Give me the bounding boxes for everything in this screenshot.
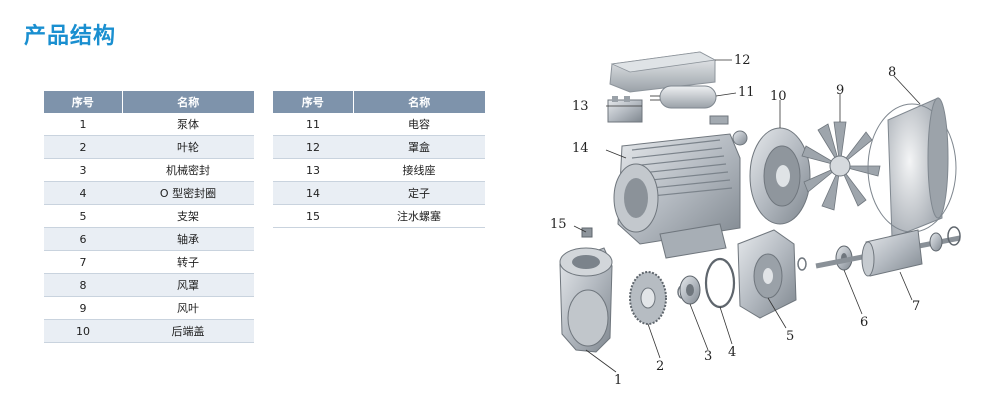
part-name: 电容	[353, 113, 485, 136]
pump-body-part	[559, 247, 613, 353]
table-header-row: 序号 名称	[44, 91, 254, 113]
part-number: 13	[273, 158, 353, 182]
leader-lines	[573, 59, 921, 373]
rear-end-cover-part	[749, 127, 811, 225]
callout-label-2: 2	[656, 359, 664, 374]
part-name: 注水螺塞	[353, 204, 485, 228]
cover-box-part	[609, 51, 717, 93]
callout-label-3: 3	[704, 349, 712, 364]
part-name: 轴承	[122, 227, 254, 251]
clip-part	[709, 115, 729, 125]
part-number: 14	[273, 181, 353, 205]
callout-label-1: 1	[614, 373, 622, 388]
exploded-pump-diagram: 1 2 3 4 5 6 7 8 9 10 11 12 13 14 15	[550, 51, 961, 388]
stator-part	[613, 133, 741, 259]
part-number: 8	[44, 273, 122, 297]
column-header-name: 名称	[353, 91, 485, 113]
part-number: 10	[44, 319, 122, 343]
part-number: 9	[44, 296, 122, 320]
impeller-part	[629, 271, 667, 325]
part-name: 罩盒	[353, 135, 485, 159]
callout-label-8: 8	[888, 65, 896, 80]
part-number: 3	[44, 158, 122, 182]
part-name: 风罩	[122, 273, 254, 297]
part-number: 2	[44, 135, 122, 159]
part-number: 5	[44, 204, 122, 228]
priming-plug-part	[581, 227, 593, 238]
part-number: 11	[273, 113, 353, 136]
mechanical-seal-part	[679, 275, 701, 305]
callout-label-10: 10	[770, 89, 787, 104]
terminal-block-part	[607, 96, 643, 123]
part-name: 风叶	[122, 296, 254, 320]
bracket-part	[737, 229, 797, 319]
column-header-name: 名称	[122, 91, 254, 113]
part-name: 后端盖	[122, 319, 254, 343]
part-name: 定子	[353, 181, 485, 205]
washer-part	[797, 257, 807, 271]
capacitor-part	[650, 85, 717, 109]
part-name: 机械密封	[122, 158, 254, 182]
callout-label-14: 14	[572, 141, 589, 156]
callout-label-4: 4	[728, 345, 736, 360]
column-header-number: 序号	[273, 91, 354, 113]
callout-label-9: 9	[836, 83, 844, 98]
page-title: 产品结构	[24, 24, 117, 49]
callout-label-15: 15	[550, 217, 567, 232]
part-name: O 型密封圈	[122, 181, 254, 205]
part-number: 1	[44, 113, 122, 136]
table-header-row: 序号 名称	[273, 91, 485, 113]
rotor-part	[815, 226, 961, 277]
part-number: 12	[273, 135, 353, 159]
part-number: 4	[44, 181, 122, 205]
o-ring-part	[704, 257, 736, 309]
callout-label-5: 5	[786, 329, 794, 344]
part-name: 叶轮	[122, 135, 254, 159]
part-name: 支架	[122, 204, 254, 228]
part-name: 泵体	[122, 113, 254, 136]
callout-label-13: 13	[572, 99, 589, 114]
part-name: 转子	[122, 250, 254, 274]
callout-label-7: 7	[912, 299, 920, 314]
part-number: 15	[273, 204, 353, 228]
part-number: 6	[44, 227, 122, 251]
callout-label-11: 11	[738, 85, 755, 100]
plug-part	[732, 130, 748, 146]
fan-shroud-part	[867, 97, 957, 239]
part-name: 接线座	[353, 158, 485, 182]
column-header-number: 序号	[44, 91, 123, 113]
callout-label-6: 6	[860, 315, 868, 330]
callout-label-12: 12	[734, 53, 751, 68]
part-number: 7	[44, 250, 122, 274]
